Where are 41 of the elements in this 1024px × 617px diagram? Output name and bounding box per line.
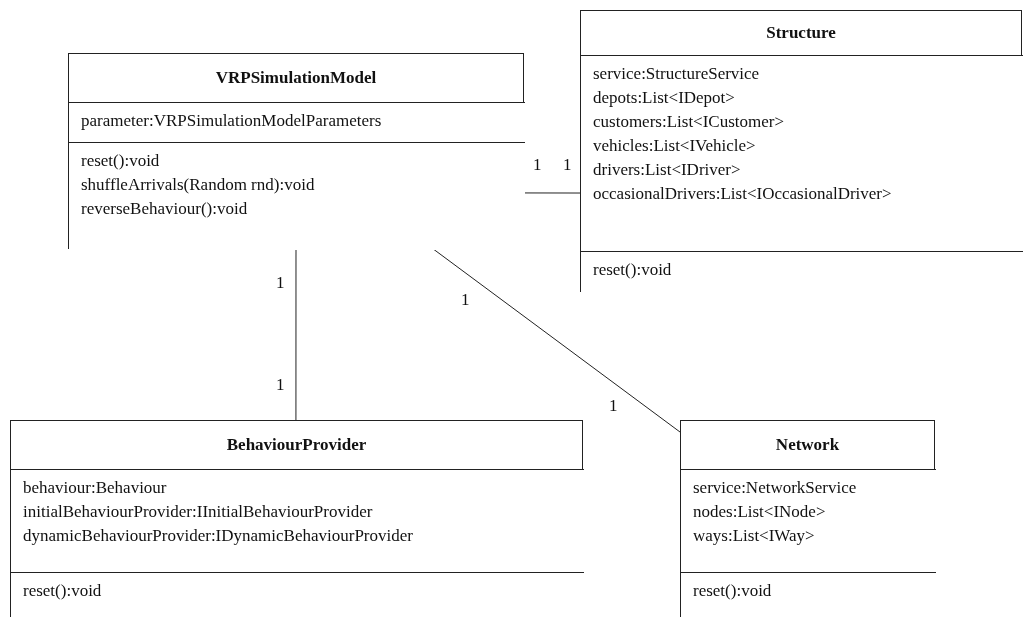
multiplicity-label: 1 <box>276 274 285 292</box>
association-line <box>432 248 681 433</box>
class-compartment <box>581 55 1023 251</box>
class-compartment <box>581 251 1023 293</box>
attribute-text: occasionalDrivers:List<IOccasionalDriver> <box>593 183 892 205</box>
multiplicity-label: 1 <box>609 397 618 415</box>
method-text: reset():void <box>23 580 102 602</box>
multiplicity-label: 1 <box>276 376 285 394</box>
class-compartment <box>681 572 936 617</box>
attribute-text: vehicles:List<IVehicle> <box>593 135 756 157</box>
class-compartment <box>69 102 525 142</box>
class-compartment <box>11 572 584 617</box>
method-text: reverseBehaviour():void <box>81 198 248 220</box>
class-box <box>10 420 583 617</box>
class-name: BehaviourProvider <box>226 435 367 455</box>
class-name: Structure <box>766 23 836 43</box>
attribute-text: service:StructureService <box>593 63 760 85</box>
class-compartment <box>11 469 584 572</box>
method-text: reset():void <box>81 150 160 172</box>
class-name: Network <box>775 435 840 455</box>
class-name: VRPSimulationModel <box>215 68 377 88</box>
multiplicity-label: 1 <box>563 156 572 174</box>
association-line <box>295 248 297 421</box>
attribute-text: service:NetworkService <box>693 477 857 499</box>
attribute-text: depots:List<IDepot> <box>593 87 735 109</box>
method-text: reset():void <box>693 580 772 602</box>
attribute-text: behaviour:Behaviour <box>23 477 167 499</box>
attribute-text: ways:List<IWay> <box>693 525 815 547</box>
class-box <box>680 420 935 617</box>
attribute-text: initialBehaviourProvider:IInitialBehaviourProvider <box>23 501 373 523</box>
class-compartment <box>681 469 936 572</box>
attribute-text: drivers:List<IDriver> <box>593 159 741 181</box>
attribute-text: nodes:List<INode> <box>693 501 826 523</box>
method-text: reset():void <box>593 259 672 281</box>
multiplicity-label: 1 <box>533 156 542 174</box>
multiplicity-label: 1 <box>461 291 470 309</box>
method-text: shuffleArrivals(Random rnd):void <box>81 174 315 196</box>
attribute-text: parameter:VRPSimulationModelParameters <box>81 110 382 132</box>
association-line <box>523 192 581 194</box>
attribute-text: customers:List<ICustomer> <box>593 111 785 133</box>
attribute-text: dynamicBehaviourProvider:IDynamicBehaviourProvider <box>23 525 413 547</box>
